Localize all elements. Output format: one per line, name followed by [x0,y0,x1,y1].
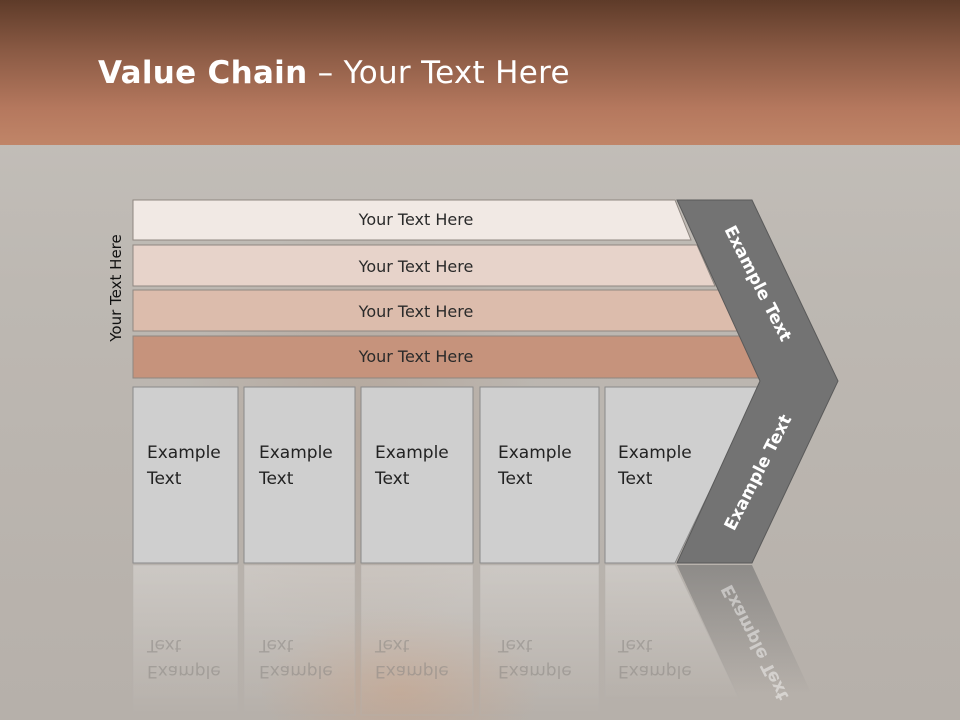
reflection-column-1-text: Example Text [147,632,221,684]
band-2-shape [132,244,716,287]
band-3-label: Your Text Here [358,302,474,321]
reflection-column-3-line2: Text [375,635,410,655]
reflection-column-1-line2: Text [147,635,182,655]
reflection-arrow [677,565,812,695]
reflection-column-5-line1: Example [618,661,692,681]
title-rest: – Your Text Here [307,55,570,91]
reflection-column-2-line1: Example [259,661,333,681]
column-2-line2: Text [259,469,294,489]
reflection-column-3 [360,564,474,716]
band-1-label: Your Text Here [358,210,474,229]
reflection-column-2 [243,564,356,716]
column-4 [479,386,600,564]
band-2-label: Your Text Here [358,257,474,276]
reflection-column-5-line2: Text [618,635,653,655]
band-1: Your Text Here [132,199,692,241]
reflection-column-1 [132,564,239,716]
reflection-column-4-text: Example Text [498,632,572,684]
title-bold: Value Chain [98,55,308,91]
column-4-line1: Example [498,443,572,463]
reflection-column-5 [604,564,741,701]
header-band [0,0,960,145]
column-1-line2: Text [147,469,182,489]
reflection-column-4-line2: Text [498,635,533,655]
column-3-line2: Text [375,469,410,489]
column-2 [243,386,356,564]
chevron-arrow [676,199,839,564]
reflection-column-4 [479,564,600,716]
column-5-line1: Example [618,443,692,463]
column-3 [360,386,474,564]
reflection: Example Text [132,564,812,716]
band-3: Your Text Here [132,289,739,332]
band-2: Your Text Here [132,244,716,287]
column-5 [604,386,761,564]
band-4-label: Your Text Here [358,347,474,366]
reflection-column-4-line1: Example [498,661,572,681]
band-4: Your Text Here [132,335,763,379]
slide-title: Value Chain – Your Text Here [98,55,570,91]
column-1 [132,386,239,564]
reflection-column-2-text: Example Text [259,632,333,684]
reflection-column-1-line1: Example [147,661,221,681]
reflection-column-3-line1: Example [375,661,449,681]
column-4-line2: Text [498,469,533,489]
column-5-line2: Text [618,469,653,489]
column-3-line1: Example [375,443,449,463]
reflection-column-5-text: Example Text [618,632,692,684]
band-1-shape [132,199,692,241]
column-2-line1: Example [259,443,333,463]
reflection-column-3-text: Example Text [375,632,449,684]
reflection-column-2-line2: Text [259,635,294,655]
column-1-line1: Example [147,443,221,463]
